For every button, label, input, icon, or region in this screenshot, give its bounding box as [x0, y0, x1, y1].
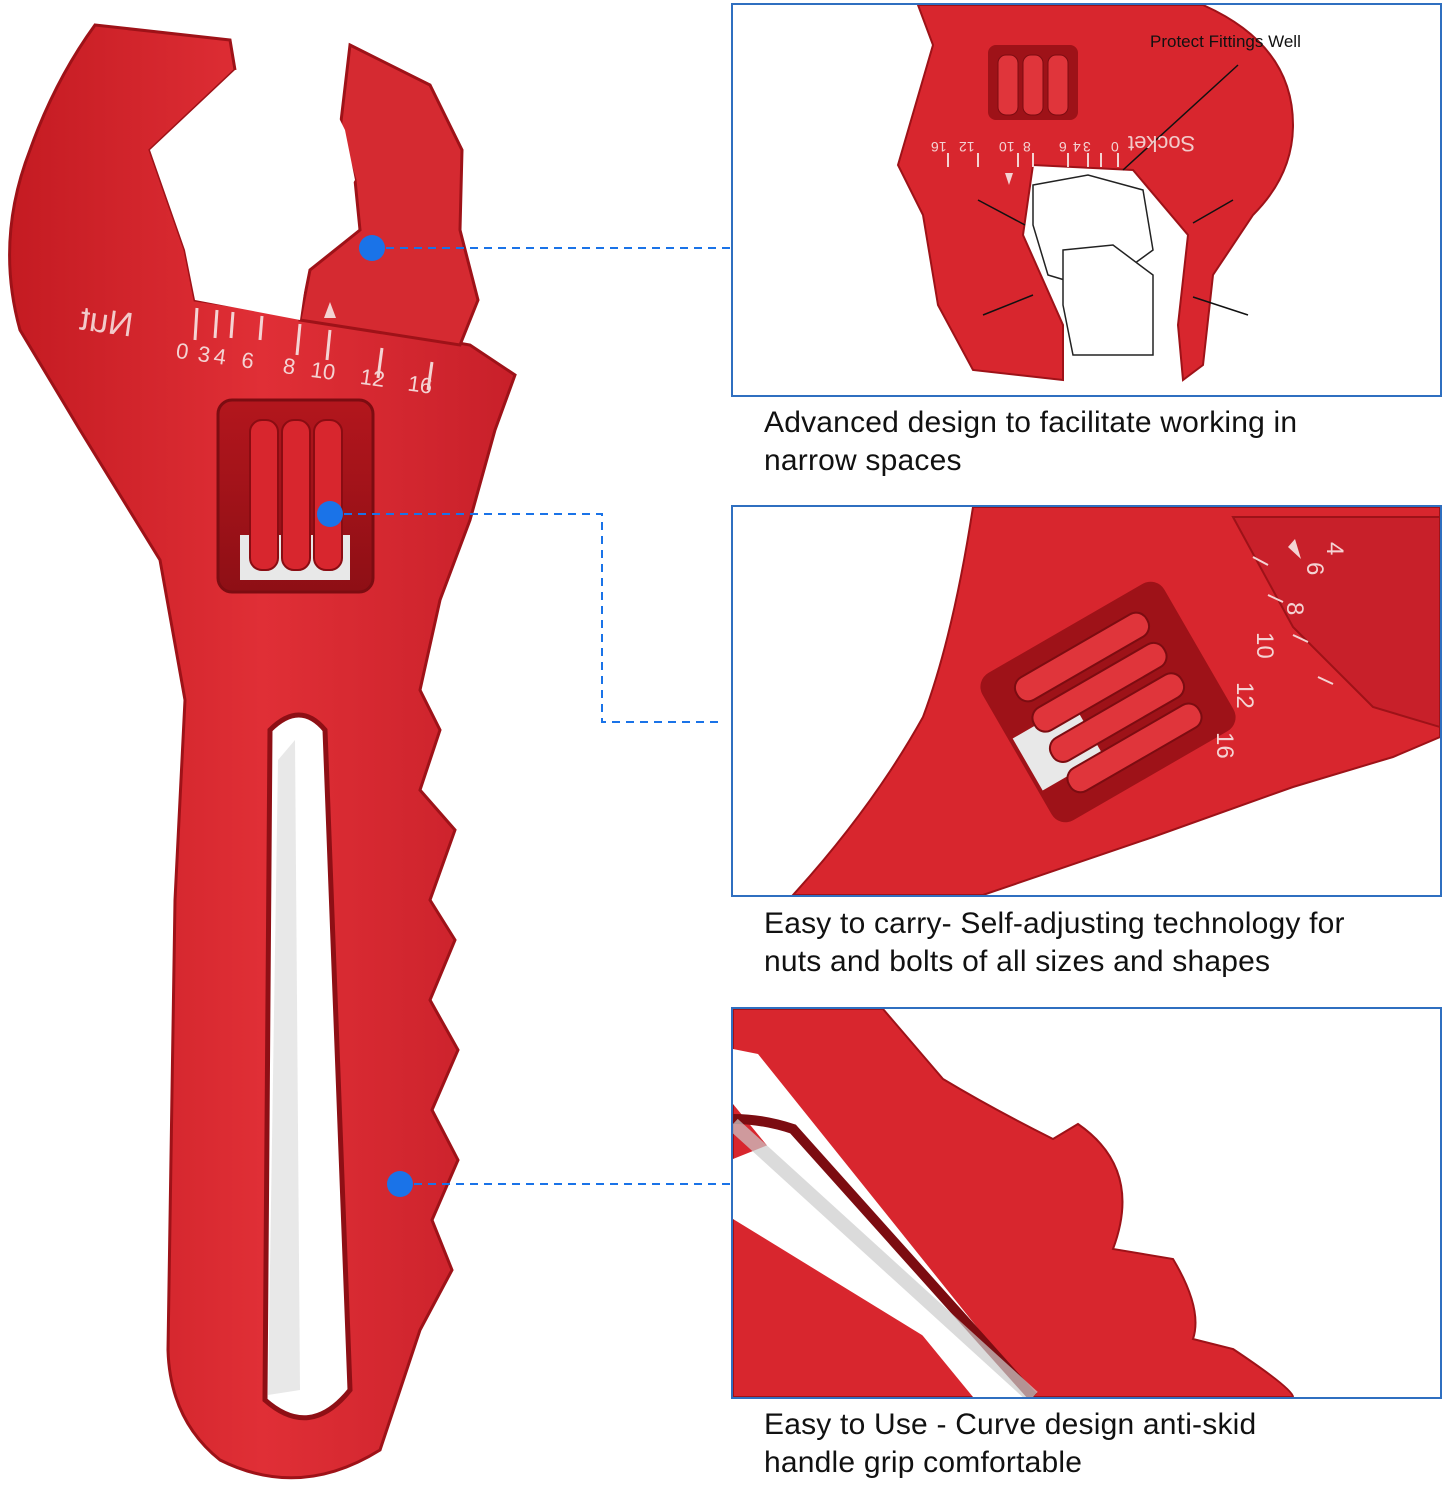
socket-tick-8: 8: [1023, 139, 1031, 155]
scale-tick-10: 10: [309, 356, 337, 386]
adjust-tick-6: 6: [1301, 562, 1328, 576]
socket-label: Socket: [1128, 131, 1196, 156]
socket-tick-10: 10: [999, 139, 1015, 155]
panel-narrow-spaces: Protect Fittings Well Socket 16 12 10 8 …: [731, 3, 1442, 397]
caption-narrow-spaces: Advanced design to facilitate working in…: [764, 404, 1424, 480]
connector-lines: [330, 247, 730, 1185]
socket-tick-16: 16: [931, 139, 947, 155]
callout-protect-fittings: Protect Fittings Well: [1150, 32, 1301, 51]
socket-tick-3: 3: [1083, 139, 1091, 155]
caption-line: handle grip comfortable: [764, 1446, 1083, 1479]
scale-pointer: [324, 302, 336, 318]
wrench-body: [8, 23, 517, 1480]
panel-self-adjusting-image: [791, 507, 1440, 895]
caption-line: Easy to carry- Self-adjusting technology…: [764, 907, 1345, 940]
caption-self-adjusting: Easy to carry- Self-adjusting technology…: [764, 905, 1424, 981]
socket-scale-labels: 16 12 10 8 6 4 3 0: [931, 133, 1131, 155]
connector-dot-middle: [317, 501, 343, 527]
nut-label: Nut: [77, 299, 136, 345]
caption-line: Advanced design to facilitate working in: [764, 406, 1298, 439]
socket-tick-4: 4: [1073, 139, 1081, 155]
panel-self-adjusting: 4 6 8 10 12 16: [731, 505, 1442, 897]
caption-line: nuts and bolts of all sizes and shapes: [764, 945, 1271, 978]
caption-line: Easy to Use - Curve design anti-skid: [764, 1408, 1257, 1441]
panel-handle-grip: [731, 1007, 1442, 1399]
connector-dot-top: [359, 235, 385, 261]
adjust-tick-10: 10: [1251, 632, 1278, 659]
socket-tick-12: 12: [959, 139, 975, 155]
adjust-tick-8: 8: [1281, 602, 1308, 616]
adjust-tick-16: 16: [1211, 732, 1238, 759]
panel-narrow-spaces-image: [896, 5, 1295, 382]
nut-scale: [193, 307, 434, 391]
socket-tick-6: 6: [1059, 139, 1067, 155]
adjust-tick-12: 12: [1231, 682, 1258, 709]
connector-dot-bottom: [387, 1171, 413, 1197]
adjust-scale-labels: 4 6 8 10 12 16: [1128, 542, 1348, 759]
worm-gear: [249, 419, 343, 571]
scale-tick-12: 12: [358, 363, 387, 393]
panel-handle-grip-image: [733, 1009, 1295, 1397]
caption-handle-grip: Easy to Use - Curve design anti-skid han…: [764, 1406, 1424, 1482]
scale-tick-16: 16: [406, 370, 434, 399]
socket-tick-0: 0: [1111, 139, 1119, 155]
caption-line: narrow spaces: [764, 444, 962, 477]
adjust-tick-4: 4: [1321, 542, 1348, 556]
